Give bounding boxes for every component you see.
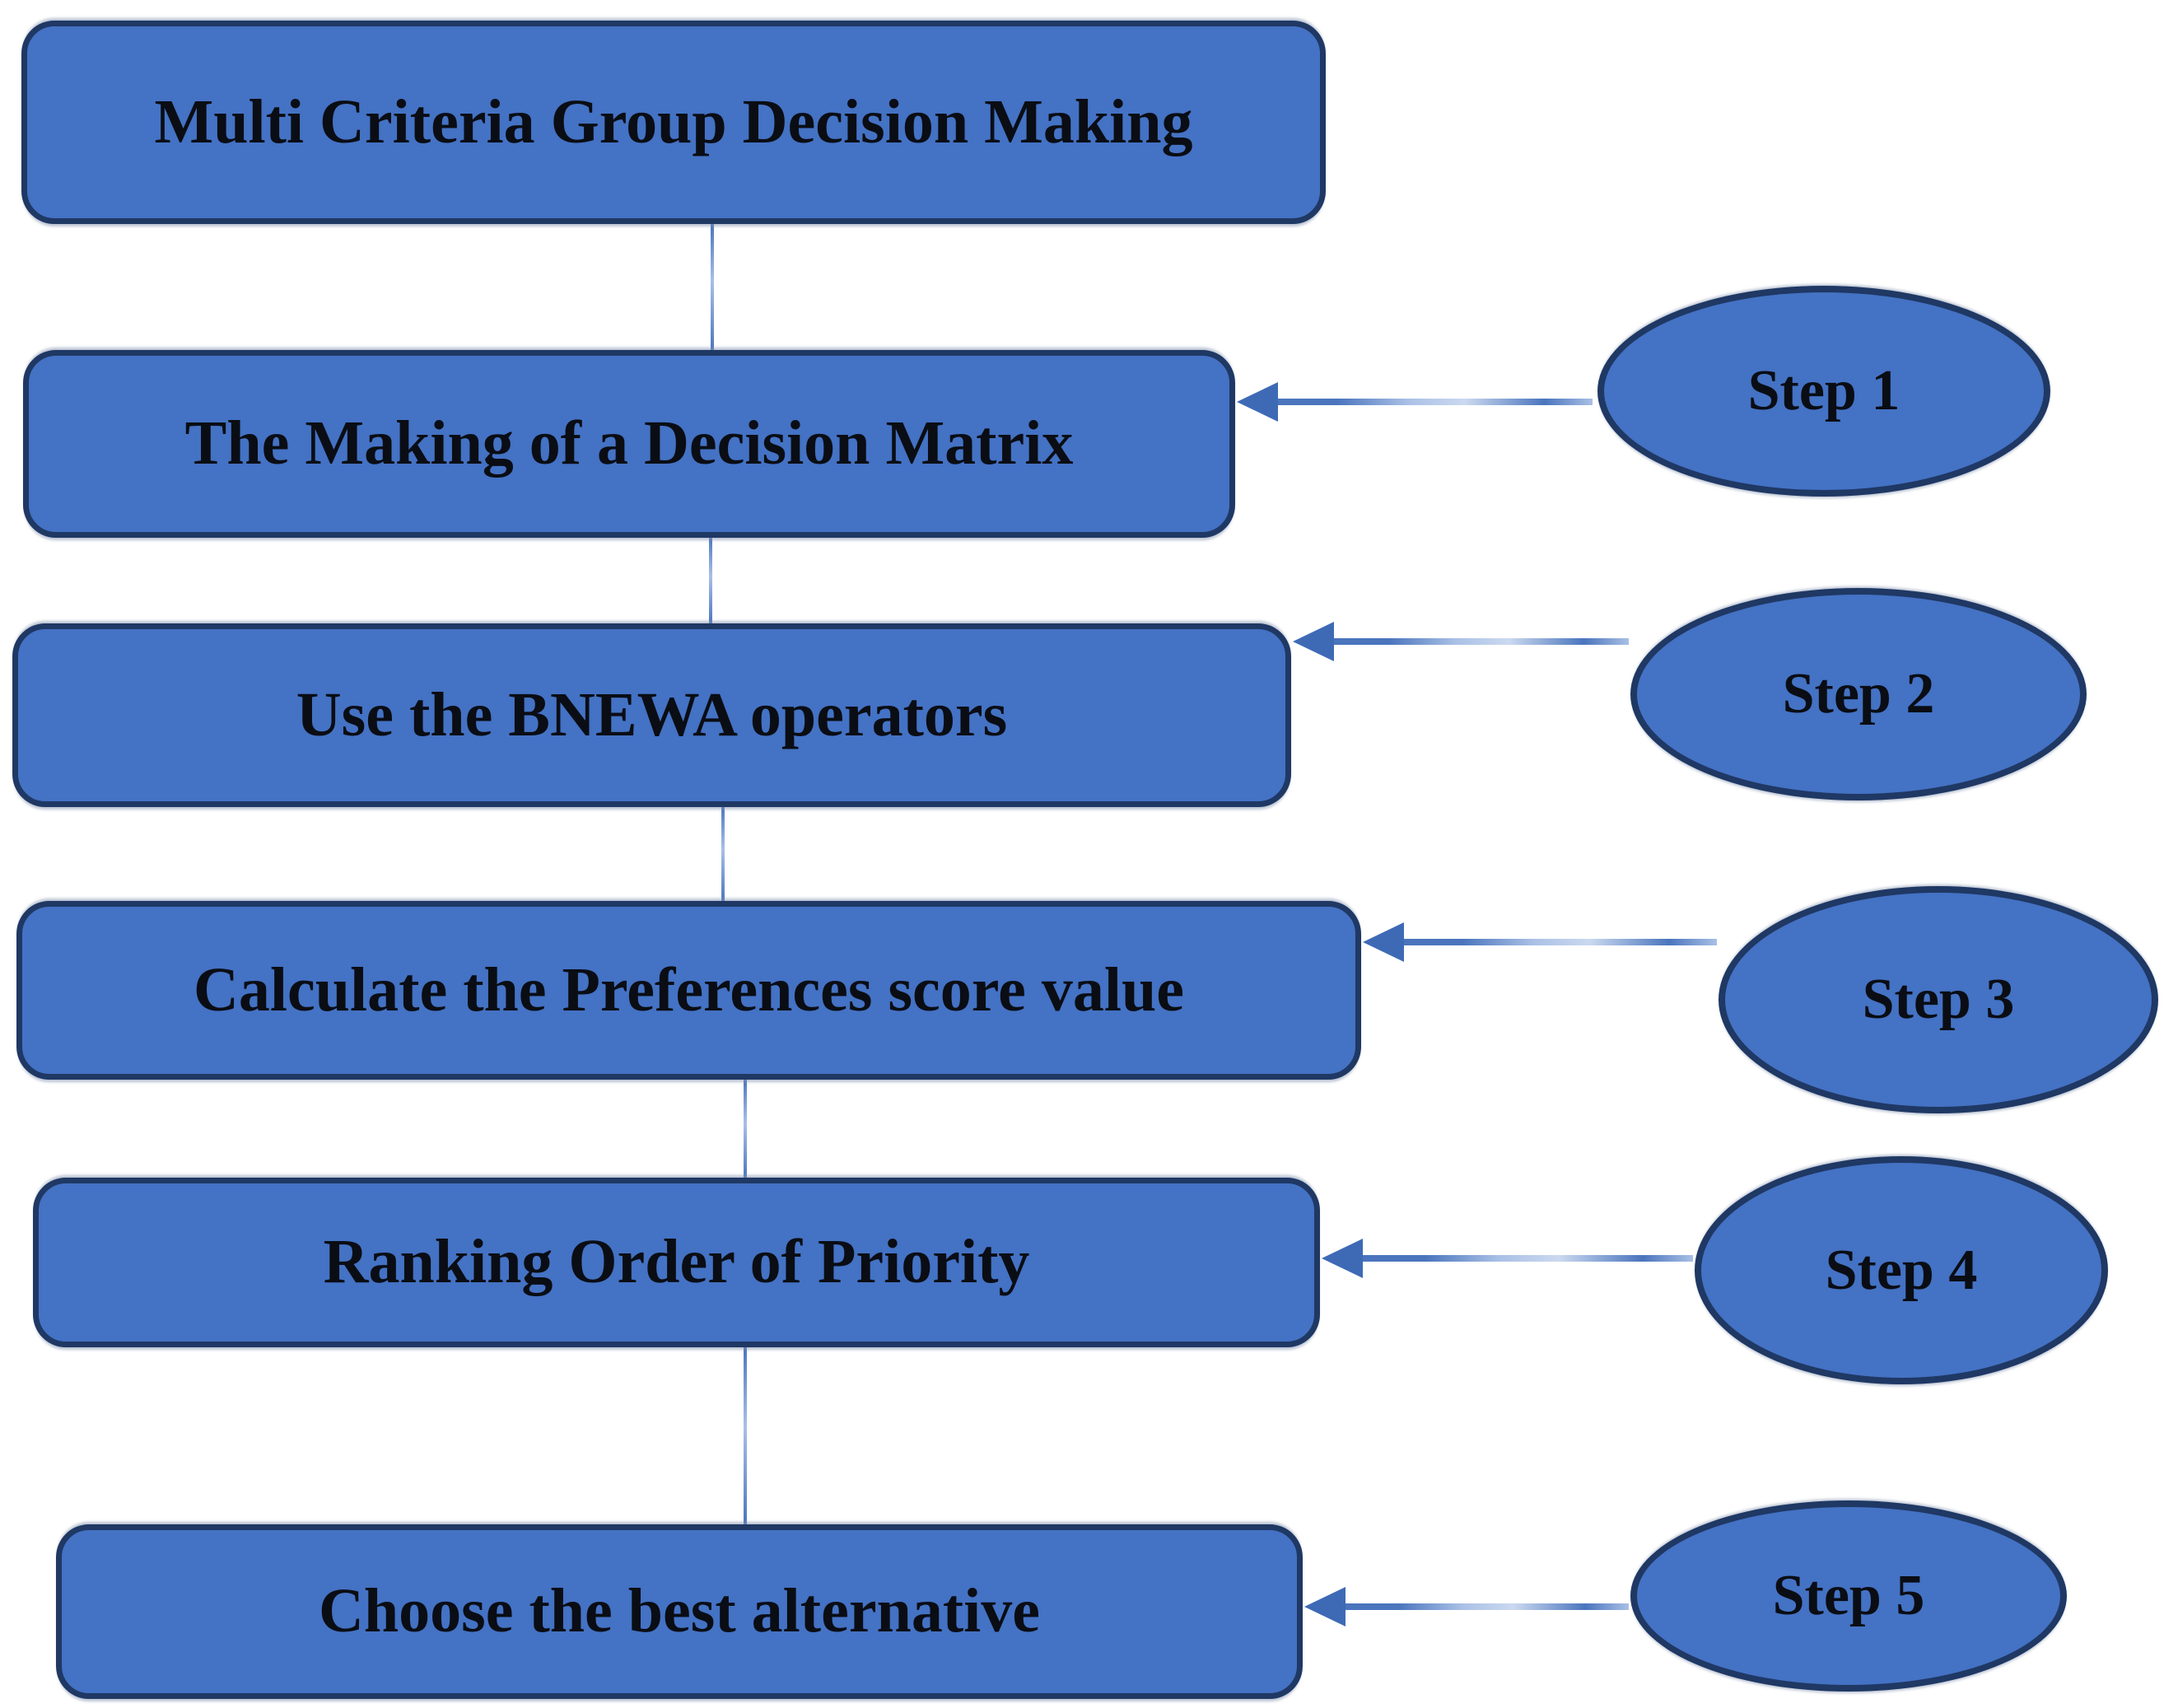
flow-box-ranking-order: Ranking Order of Priority (33, 1178, 1320, 1347)
connector-box3-box4 (721, 805, 725, 903)
step-label: Step 1 (1747, 359, 1900, 422)
arrow-step3-to-box (1363, 922, 1717, 962)
flow-box-preferences-score: Calculate the Preferences score value (16, 901, 1361, 1080)
flow-box-choose-best-alternative: Choose the best alternative (56, 1524, 1303, 1699)
step-ellipse-3: Step 3 (1719, 886, 2158, 1113)
step-label: Step 3 (1862, 968, 2015, 1031)
step-ellipse-2: Step 2 (1630, 588, 2087, 800)
step-label: Step 4 (1825, 1238, 1978, 1302)
arrow-shaft (1399, 939, 1717, 945)
flow-box-label: Multi Criteria Group Decision Making (154, 86, 1193, 156)
connector-box5-box6 (744, 1346, 747, 1526)
arrow-head-icon (1304, 1587, 1346, 1626)
arrow-head-icon (1293, 622, 1334, 661)
arrow-shaft (1358, 1255, 1693, 1262)
connector-box4-box5 (744, 1078, 747, 1179)
step-label: Step 5 (1772, 1564, 1925, 1627)
step-ellipse-1: Step 1 (1597, 286, 2050, 497)
arrow-head-icon (1363, 922, 1404, 962)
connector-box2-box3 (709, 536, 712, 625)
step-ellipse-4: Step 4 (1695, 1156, 2108, 1384)
flow-box-label: The Making of a Decision Matrix (184, 408, 1074, 478)
flow-box-multi-criteria-group-decision-making: Multi Criteria Group Decision Making (21, 21, 1326, 224)
arrow-step2-to-box (1293, 622, 1629, 661)
arrow-shaft (1329, 638, 1629, 645)
flow-box-bnewa-operators: Use the BNEWA operators (12, 623, 1291, 807)
arrow-shaft (1341, 1603, 1629, 1610)
flow-box-label: Calculate the Preferences score value (194, 954, 1184, 1024)
arrow-head-icon (1237, 382, 1278, 422)
arrow-shaft (1273, 399, 1593, 405)
flow-box-decision-matrix: The Making of a Decision Matrix (23, 350, 1235, 538)
arrow-step1-to-box (1237, 382, 1593, 422)
connector-box1-box2 (711, 224, 714, 352)
arrow-step4-to-box (1322, 1239, 1693, 1278)
flow-box-label: Use the BNEWA operators (296, 679, 1008, 749)
flow-box-label: Choose the best alternative (319, 1576, 1040, 1646)
arrow-step5-to-box (1304, 1587, 1629, 1626)
step-ellipse-5: Step 5 (1630, 1500, 2067, 1692)
step-label: Step 2 (1782, 662, 1935, 726)
arrow-head-icon (1322, 1239, 1363, 1278)
flow-box-label: Ranking Order of Priority (323, 1227, 1030, 1297)
